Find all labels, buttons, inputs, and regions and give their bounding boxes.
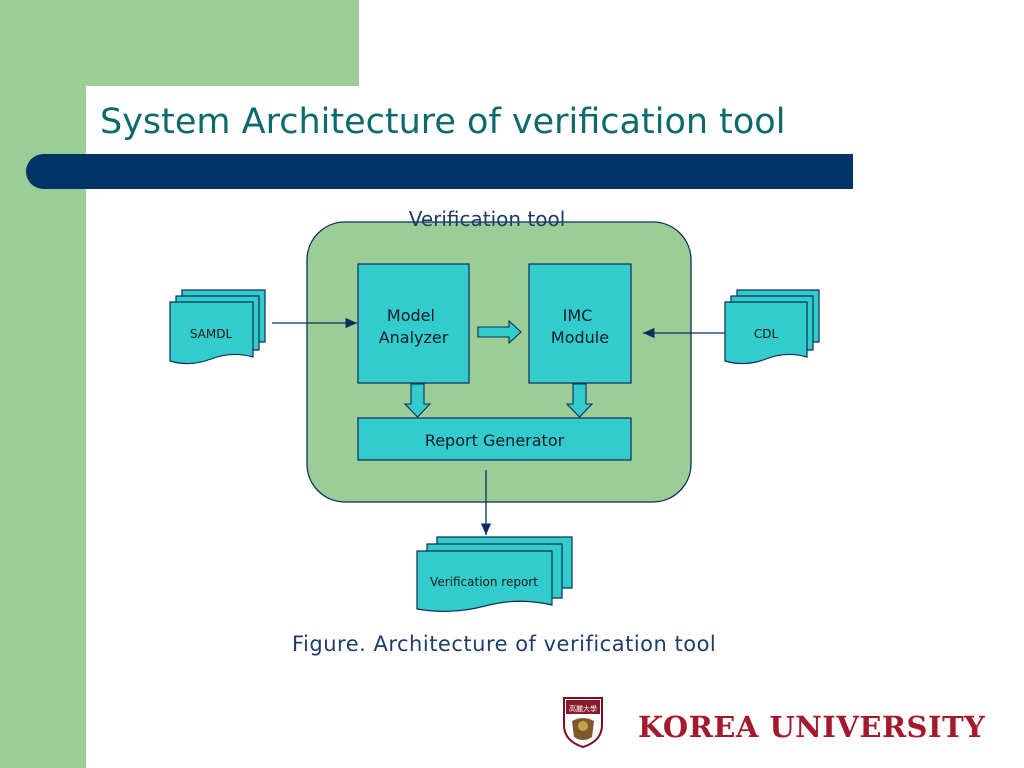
container-label: Verification tool <box>409 207 566 231</box>
verification-report-document: Verification report <box>416 536 573 612</box>
imc-module-box <box>528 263 632 384</box>
top-accent-band <box>86 0 359 86</box>
slide-title: System Architecture of verification tool <box>100 102 786 142</box>
model-analyzer-line-2: Analyzer <box>379 328 449 347</box>
model-analyzer-line-1: Model <box>387 306 435 325</box>
model-analyzer-label: Model Analyzer <box>379 306 449 347</box>
title-underline-bar <box>26 154 853 189</box>
analyzer-to-report-arrow <box>403 383 432 418</box>
korea-university-emblem: 高麗大學 <box>563 697 603 749</box>
cdl-label: CDL <box>754 327 779 341</box>
emblem-text: 高麗大學 <box>569 704 597 713</box>
imc-module-line-1: IMC <box>563 306 593 325</box>
imc-to-report-arrow <box>565 383 594 418</box>
left-accent-band <box>0 0 86 768</box>
analyzer-to-imc-arrow <box>477 319 522 345</box>
samdl-document: SAMDL <box>169 289 266 365</box>
imc-module-label: IMC Module <box>551 306 609 347</box>
model-analyzer-box <box>357 263 470 384</box>
cdl-document: CDL <box>724 289 820 365</box>
report-generator-box <box>357 417 632 461</box>
verification-report-label: Verification report <box>430 575 538 589</box>
report-generator-label: Report Generator <box>425 431 565 450</box>
figure-caption: Figure. Architecture of verification too… <box>292 632 717 656</box>
university-wordmark: KOREA UNIVERSITY <box>638 710 986 744</box>
imc-module-line-2: Module <box>551 328 609 347</box>
samdl-label: SAMDL <box>190 327 233 341</box>
